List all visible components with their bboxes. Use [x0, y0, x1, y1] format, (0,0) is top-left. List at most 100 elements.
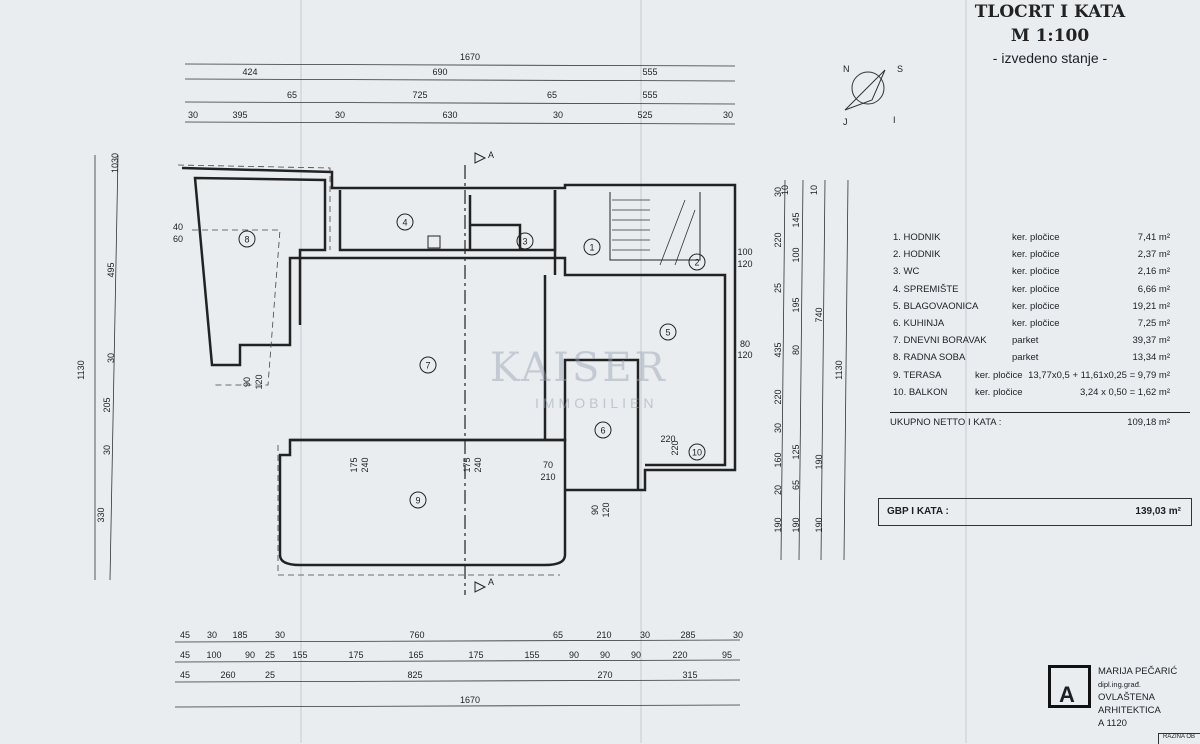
- chimney: [427, 235, 441, 249]
- room-tag-circle: [688, 253, 706, 271]
- dimension-label: 1130: [834, 360, 844, 379]
- total-value: 109,18 m²: [1127, 417, 1170, 428]
- architect-title: OVLAŠTENA ARHITEKTICA: [1098, 692, 1161, 716]
- dimension-label: 825: [407, 670, 422, 680]
- dimension-label: 555: [642, 67, 657, 77]
- dimension-label: 760: [409, 630, 424, 640]
- dimension-label: 690: [432, 67, 447, 77]
- dimension-label: 395: [232, 110, 247, 120]
- paper-fold: [640, 0, 642, 743]
- room-tag-circle: [238, 230, 256, 248]
- dimension-label: 220: [670, 440, 680, 455]
- dimension-label: 190: [814, 517, 824, 532]
- room-area: 2,37 m²: [1137, 249, 1170, 261]
- dimension-label: 120: [254, 374, 264, 389]
- dimension-label: 155: [524, 650, 539, 660]
- net-total-row: UKUPNO NETTO I KATA :109,18 m²: [890, 412, 1190, 428]
- dimension-label: 190: [791, 517, 801, 532]
- dimension-label: 25: [773, 283, 783, 293]
- dimension-label: 65: [791, 480, 801, 490]
- paper-fold: [300, 0, 302, 743]
- dimension-label: 630: [442, 110, 457, 120]
- dimension-label: 30: [275, 630, 285, 640]
- dimension-label: 80: [791, 345, 801, 355]
- room-name: 8. RADNA SOBA: [893, 352, 966, 364]
- dimension-label: 80: [740, 339, 750, 349]
- dimension-label: 220: [773, 389, 783, 404]
- dimension-label: 270: [597, 670, 612, 680]
- dimension-label: 120: [737, 259, 752, 269]
- dimension-label: 175: [349, 457, 359, 472]
- dimension-label: 424: [242, 67, 257, 77]
- dimension-label: 175: [468, 650, 483, 660]
- dimension-label: 125: [791, 444, 801, 459]
- room-tag-1: 1: [589, 243, 594, 253]
- dimension-line: [184, 78, 736, 82]
- room-tag-3: 3: [522, 237, 527, 247]
- dimension-label: 145: [791, 212, 801, 227]
- dimension-label: 30: [102, 445, 112, 455]
- dimension-line: [174, 679, 741, 683]
- dimension-label: 1670: [460, 695, 480, 705]
- dimension-line: [109, 154, 119, 581]
- compass-n: N: [843, 64, 850, 74]
- dimension-label: 90: [242, 377, 252, 387]
- dimension-label: 10: [809, 185, 819, 195]
- architect-name: MARIJA PEČARIĆ: [1098, 666, 1178, 677]
- dimension-line: [184, 101, 736, 105]
- section-marker-top: A: [488, 150, 494, 160]
- dimension-label: 25: [265, 670, 275, 680]
- dimension-label: 240: [473, 457, 483, 472]
- dimension-label: 175: [462, 457, 472, 472]
- dimension-label: 90: [245, 650, 255, 660]
- dimension-line: [820, 179, 826, 561]
- room-name: 2. HODNIK: [893, 249, 941, 261]
- room-tag-8: 8: [244, 235, 249, 245]
- dimension-line: [843, 179, 849, 561]
- dimension-label: 185: [232, 630, 247, 640]
- room-material: parket: [1012, 335, 1039, 347]
- dimension-line: [174, 704, 741, 708]
- room-material: ker. pločice: [1012, 283, 1060, 295]
- room-tag-circle: [419, 356, 437, 374]
- room-tag-4: 4: [402, 218, 407, 228]
- dimension-line: [780, 179, 786, 561]
- room-tag-5: 5: [665, 328, 670, 338]
- room-tag-circle: [594, 421, 612, 439]
- dimension-label: 60: [173, 234, 183, 244]
- dimension-label: 160: [773, 452, 783, 467]
- dimension-label: 90: [600, 650, 610, 660]
- dimension-label: 190: [814, 454, 824, 469]
- room-tag-circle: [688, 443, 706, 461]
- dimension-label: 30: [110, 153, 120, 163]
- dimension-label: 30: [773, 187, 783, 197]
- dimension-label: 30: [188, 110, 198, 120]
- room-area: 2,16 m²: [1137, 266, 1170, 278]
- dimension-label: 155: [292, 650, 307, 660]
- dimension-line: [798, 179, 804, 561]
- room-area: 13,34 m²: [1132, 352, 1171, 364]
- dimension-label: 30: [640, 630, 650, 640]
- room-area: 19,21 m²: [1132, 300, 1171, 312]
- dimension-label: 100: [737, 247, 752, 257]
- compass-j: J: [843, 117, 848, 127]
- dimension-label: 40: [173, 222, 183, 232]
- title-block-corner: RAZINA OB: [1158, 733, 1200, 744]
- room-name: 1. HODNIK: [893, 232, 941, 243]
- room-tag-circle: [659, 323, 677, 341]
- dimension-label: 90: [569, 650, 579, 660]
- room-material: ker. pločice: [1012, 249, 1060, 261]
- dimension-label: 45: [180, 670, 190, 680]
- dimension-line: [184, 121, 736, 125]
- architect-degree: dipl.ing.građ.: [1098, 680, 1141, 689]
- dimension-label: 90: [631, 650, 641, 660]
- room-name: 4. SPREMIŠTE: [893, 283, 959, 295]
